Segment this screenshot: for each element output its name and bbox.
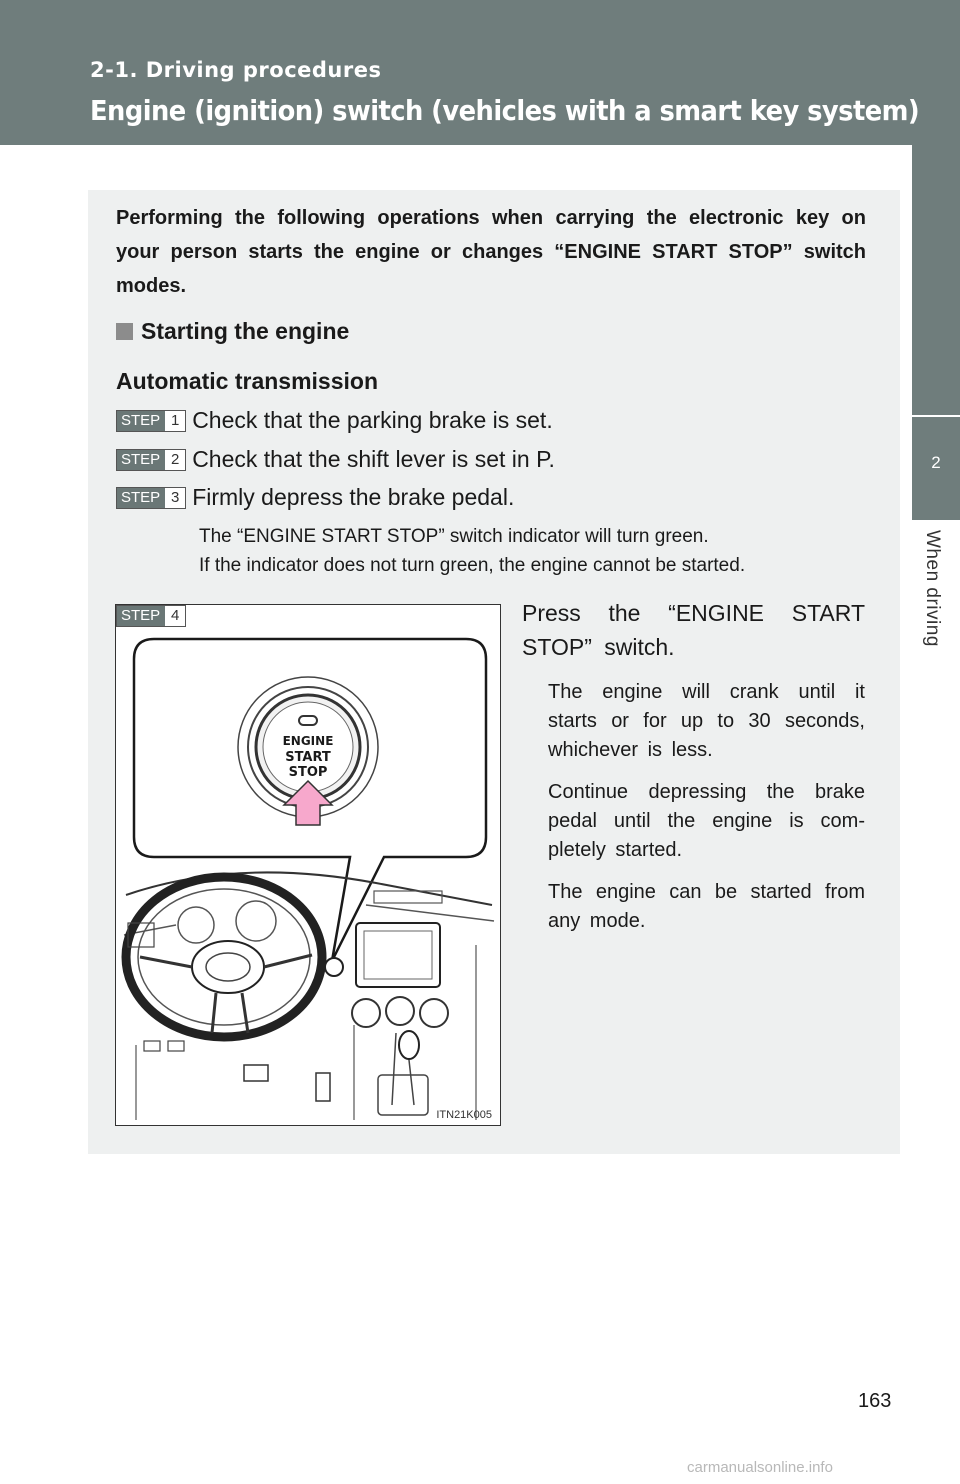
step-badge: STEP 4 [116, 605, 187, 627]
step-3: STEP 3 Firmly depress the brake pedal. [116, 484, 514, 511]
step-badge-word: STEP [117, 410, 166, 431]
intro-text: Performing the following operations when… [116, 207, 866, 297]
section-label: 2-1. Driving procedures [90, 58, 382, 82]
watermark: carmanualsonline.info [687, 1459, 833, 1476]
page-title: Engine (ignition) switch (vehicles with … [90, 94, 920, 127]
figure-code: ITN21K005 [436, 1109, 492, 1121]
subheading: Starting the engine [116, 318, 349, 345]
step-badge-number: 1 [165, 410, 186, 431]
step-badge: STEP 1 [116, 409, 187, 432]
chapter-tab-number[interactable]: 2 [912, 415, 960, 520]
square-bullet-icon [116, 323, 133, 340]
note-indicator: The “ENGINE START STOP” switch indicator… [199, 526, 709, 547]
page-number: 163 [858, 1390, 892, 1412]
button-label-line-1: ENGINE [283, 734, 334, 748]
step-2: STEP 2 Check that the shift lever is set… [116, 446, 555, 473]
chapter-tab-label: When driving [922, 530, 943, 647]
transmission-heading: Automatic transmission [116, 368, 378, 394]
step-badge-number: 2 [165, 449, 186, 470]
step-badge-number: 4 [165, 606, 186, 626]
any-mode-paragraph: The engine can be started from any mode. [548, 881, 865, 932]
step-text: Check that the shift lever is set in P. [192, 446, 555, 472]
dashboard-illustration: ENGINE START STOP [121, 637, 495, 1120]
step-4-text: Press the “ENGINE START STOP” switch. [522, 600, 865, 660]
step-badge-word: STEP [117, 606, 166, 626]
step-badge: STEP 3 [116, 486, 187, 509]
note-not-green: If the indicator does not turn green, th… [199, 555, 746, 576]
button-label-line-3: STOP [289, 765, 328, 780]
step-badge-word: STEP [117, 487, 166, 508]
press-arrow-icon [282, 779, 334, 826]
step-1: STEP 1 Check that the parking brake is s… [116, 407, 553, 434]
header-band [0, 0, 960, 145]
side-tab-band [912, 145, 960, 415]
step-text: Check that the parking brake is set. [192, 407, 553, 433]
step-text: Firmly depress the brake pedal. [192, 484, 515, 510]
crank-paragraph: The engine will crank until it starts or… [548, 681, 865, 761]
button-label-line-2: START [285, 750, 331, 765]
step-badge-word: STEP [117, 449, 166, 470]
engine-switch-figure: ENGINE START STOP [115, 604, 501, 1126]
step-badge-number: 3 [165, 487, 186, 508]
step-badge: STEP 2 [116, 448, 187, 471]
brake-paragraph: Continue depressing the brake pedal unti… [548, 781, 865, 861]
subheading-text: Starting the engine [141, 318, 350, 344]
